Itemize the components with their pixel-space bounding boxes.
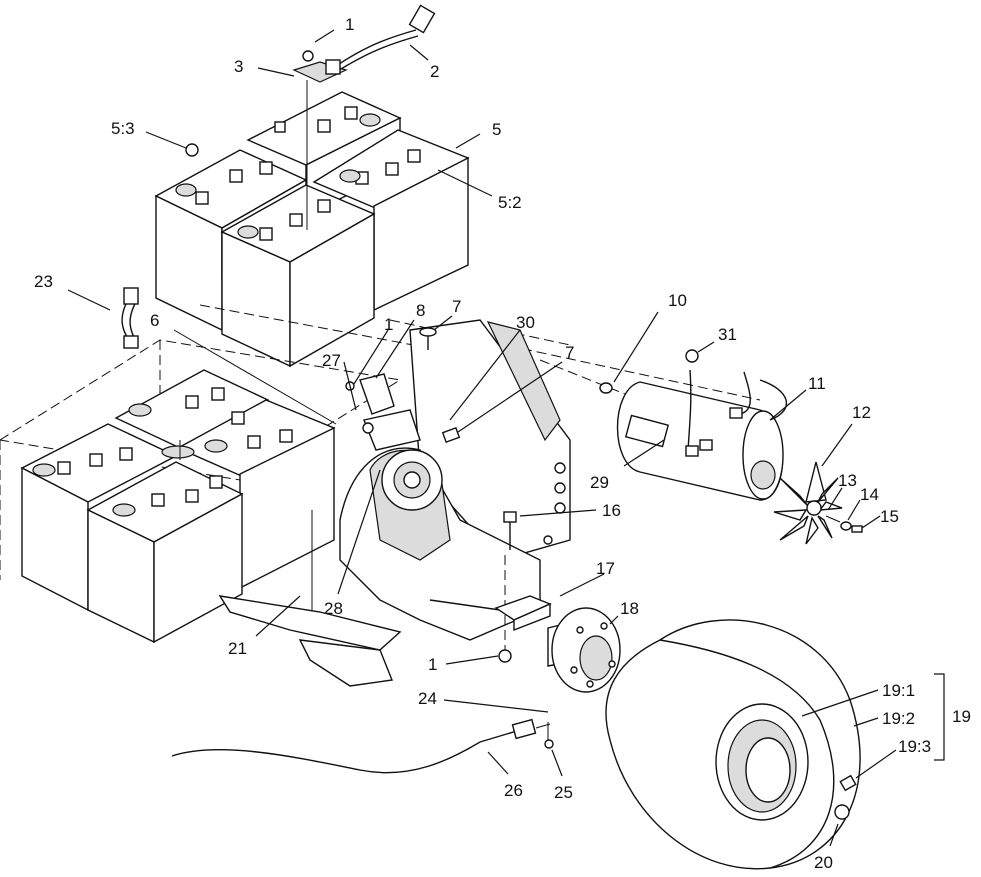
tray-21 (218, 595, 402, 687)
pin-7-right (441, 427, 461, 443)
rod-6 (173, 329, 337, 425)
callout-14: 14 (860, 485, 879, 504)
nut-31 (685, 349, 699, 363)
nut-1-lower (498, 649, 512, 663)
callout-30: 30 (516, 313, 535, 332)
upper-battery-terminals (175, 106, 421, 241)
lug-nut-20 (834, 804, 850, 820)
bracket-8 (345, 373, 421, 451)
callout-8: 8 (416, 301, 425, 320)
callout-20: 20 (814, 853, 833, 872)
battery-lower-center (86, 461, 244, 644)
callout-23: 23 (34, 272, 53, 291)
terminal-nut-5-3 (185, 143, 199, 157)
battery-cable-2 (325, 4, 436, 75)
cable-26 (171, 718, 554, 774)
callout-31: 31 (718, 325, 737, 344)
fan-12 (773, 461, 843, 545)
callout-6: 6 (150, 311, 159, 330)
callout-19-2: 19:2 (882, 709, 915, 728)
callout-3: 3 (234, 57, 243, 76)
transaxle-housing (339, 447, 541, 641)
callout-28: 28 (324, 599, 343, 618)
callout-19-1: 19:1 (882, 681, 915, 700)
callout-5-3: 5:3 (111, 119, 135, 138)
callout-29: 29 (590, 473, 609, 492)
wheel-tire-19 (605, 619, 861, 870)
pin-7-top (419, 327, 437, 350)
upper-battery-pack (154, 4, 470, 368)
bushing-10 (599, 382, 613, 394)
motor-mount-frame (409, 319, 571, 561)
motor-11 (616, 369, 788, 501)
callout-16: 16 (602, 501, 621, 520)
callout-27: 27 (322, 351, 341, 370)
callout-19-3: 19:3 (898, 737, 931, 756)
callout-21: 21 (228, 639, 247, 658)
callout-7-top: 7 (452, 297, 461, 316)
leader-lines (67, 29, 945, 847)
callout-15: 15 (880, 507, 899, 526)
callout-13: 13 (838, 471, 857, 490)
callout-5: 5 (492, 120, 501, 139)
valve-stem-19-3 (839, 774, 857, 792)
callout-1-bottom: 1 (428, 655, 437, 674)
callout-11: 11 (808, 374, 826, 393)
callout-19: 19 (952, 707, 971, 726)
callout-26: 26 (504, 781, 523, 800)
callout-1-top: 1 (345, 15, 354, 34)
callout-12: 12 (852, 403, 871, 422)
callout-1-center: 1 (384, 315, 393, 334)
callout-18: 18 (620, 599, 639, 618)
callout-25: 25 (554, 783, 573, 802)
callout-2: 2 (430, 62, 439, 81)
callout-24: 24 (418, 689, 437, 708)
battery-lower-back (114, 369, 270, 449)
lower-battery-pack (20, 369, 336, 644)
fan-hardware (825, 515, 863, 533)
wheel-hub-18 (547, 607, 621, 693)
callout-5-2: 5:2 (498, 193, 522, 212)
bolt-16 (503, 511, 517, 650)
callout-7-right: 7 (565, 343, 574, 362)
battery-cable-23 (121, 287, 139, 349)
callout-labels: 1 2 3 5:3 5 5:2 23 6 1 8 7 30 10 31 27 7… (34, 15, 971, 872)
callout-17: 17 (596, 559, 615, 578)
callout-10: 10 (668, 291, 687, 310)
bracket-17 (494, 595, 552, 632)
lower-battery-terminals (32, 387, 293, 517)
